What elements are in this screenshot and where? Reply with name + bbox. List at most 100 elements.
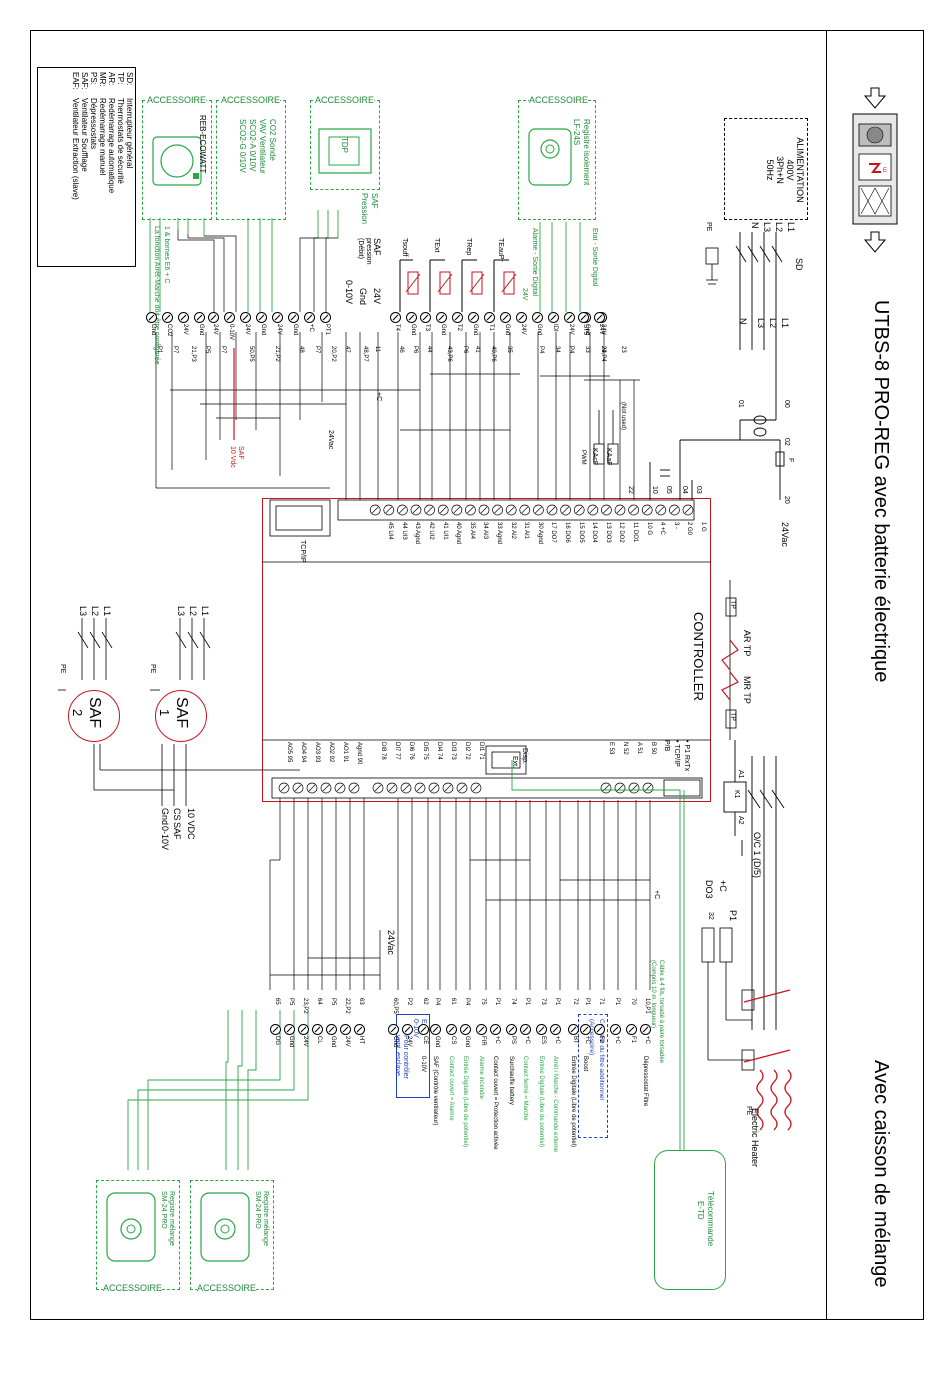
terminal-connector bbox=[312, 1024, 323, 1035]
terminal-connector bbox=[390, 312, 401, 323]
wire-03: 03 bbox=[695, 486, 702, 494]
remote-model: E-TD bbox=[696, 1201, 705, 1220]
bottom-terminal-text: CE bbox=[422, 1036, 428, 1045]
terminal-connector bbox=[320, 312, 331, 323]
terminal-screw bbox=[386, 782, 398, 794]
heater-wire-32: 32 bbox=[707, 912, 714, 920]
top-terminal-text: Gnd bbox=[504, 324, 510, 336]
terminal-connector bbox=[284, 1024, 295, 1035]
top-wire-label: 46 bbox=[398, 346, 404, 353]
controller-top-terminal: 12 DO2 bbox=[618, 522, 625, 543]
top-wire-label: 41 bbox=[474, 346, 480, 353]
top-wire-label: 48 bbox=[298, 346, 304, 353]
terminal-connector bbox=[402, 1024, 413, 1035]
controller-bottom-terminal: E 53 bbox=[608, 742, 614, 755]
accessory-label: ACCESSOIRE bbox=[529, 95, 589, 105]
terminal-connector bbox=[326, 1024, 337, 1035]
line-l2-label: L2 bbox=[774, 222, 784, 233]
ecowatt-extra: 1 & bornes E6 + C bbox=[163, 226, 170, 284]
top-24v-label: 24V bbox=[372, 288, 382, 305]
controller-bottom-terminal: AO5 95 bbox=[286, 742, 292, 763]
airflow-arrow-in-icon bbox=[863, 87, 887, 109]
terminal-connector bbox=[516, 312, 527, 323]
controller-top-terminal: 4 +C bbox=[659, 522, 666, 535]
bottom-terminal-text: +C bbox=[494, 1036, 500, 1044]
terminal-screw bbox=[397, 504, 408, 516]
wire-02: 02 bbox=[783, 438, 790, 446]
filter-accessory-box: Contrôle du filtre additionnel (Accessoi… bbox=[578, 1014, 608, 1138]
top-wire-label: P4 bbox=[538, 346, 544, 354]
mixing-damper-actuator-icon bbox=[200, 1192, 250, 1262]
bottom-signal-wiring bbox=[269, 798, 651, 990]
terminal-screw bbox=[641, 504, 653, 516]
top-terminal-text: +C bbox=[308, 324, 314, 332]
isolement-name: Registre isolement bbox=[582, 119, 591, 186]
terminal-screw bbox=[470, 782, 482, 794]
bottom-terminal-text: Gnd bbox=[330, 1036, 336, 1048]
kaf-label-2: KAcF bbox=[591, 448, 598, 466]
bottom-terminal-text: F1 bbox=[630, 1036, 636, 1044]
bottom-terminal-text: Gnd bbox=[392, 1036, 398, 1048]
terminal-screw bbox=[560, 504, 571, 516]
bottom-wire-label: 64 bbox=[316, 998, 322, 1005]
controller-bottom-terminal: AO3 93 bbox=[314, 742, 320, 763]
fan-cs-label: CS bbox=[172, 808, 182, 821]
terminal-screw bbox=[546, 504, 558, 516]
ecowatt-name: REB-ECOWATT bbox=[198, 115, 207, 174]
controller-bottom-terminal: DI4 74 bbox=[436, 742, 442, 760]
controller-top-terminal: 2 G0 bbox=[686, 522, 693, 536]
controller-top-terminal: 1 G bbox=[700, 522, 706, 532]
terminal-connector bbox=[578, 312, 589, 323]
terminal-connector bbox=[406, 312, 417, 323]
terminal-connector bbox=[388, 1024, 399, 1035]
do3-label: DO3 bbox=[704, 880, 714, 899]
bottom-signal-description: Entrée Digitale (Libre de potentiel) bbox=[538, 1056, 544, 1148]
terminal-connector bbox=[446, 1024, 457, 1035]
bottom-signal-description: 0-10V bbox=[420, 1056, 426, 1073]
bottom-wire-label: 61 bbox=[450, 998, 456, 1005]
bottom-terminal-text: CS bbox=[450, 1036, 456, 1045]
controller-bottom-terminal: DI7 77 bbox=[394, 742, 400, 760]
thermostat-chain bbox=[725, 580, 737, 740]
bottom-terminal-screws bbox=[278, 782, 654, 794]
saf-2-number: 2 bbox=[70, 709, 85, 717]
isolement-note-alarme: Alarme - Sortie Digital bbox=[531, 228, 538, 297]
accessory-cable-routing bbox=[177, 230, 338, 312]
terminal-screw bbox=[505, 504, 517, 516]
ecowatt-dial-icon bbox=[152, 136, 202, 186]
accessory-label: ACCESSOIRE bbox=[147, 95, 207, 105]
controller-top-terminal: 30 Agnd bbox=[536, 522, 543, 545]
top-terminal-text: Gnd bbox=[292, 324, 298, 336]
bottom-terminal-text: +C bbox=[584, 1036, 590, 1044]
sensor-tsouff: Tsouff bbox=[401, 238, 408, 257]
saf-1-number: 1 bbox=[157, 709, 172, 717]
terminal-connector bbox=[436, 312, 447, 323]
accessory-tdp: ACCESSOIRE TDP SAF Pression bbox=[310, 95, 380, 224]
bottom-terminal-text: +C bbox=[644, 1036, 650, 1044]
line-l1-label: L1 bbox=[786, 222, 796, 233]
heater-power-lines bbox=[723, 740, 785, 1030]
wire-20: 20 bbox=[783, 496, 790, 504]
terminal-screw bbox=[601, 504, 612, 516]
accessory-label: ACCESSOIRE bbox=[221, 95, 281, 105]
controller-tcpip: TCP/IP bbox=[299, 540, 306, 563]
bottom-terminal-text: +C bbox=[524, 1036, 530, 1044]
top-wire-label: 21,P3 bbox=[190, 346, 196, 362]
top-wire-label: 34 bbox=[554, 346, 560, 353]
top-terminal-text: 24V bbox=[182, 324, 188, 335]
controller-internals bbox=[262, 499, 711, 799]
svg-text:E: E bbox=[883, 168, 887, 174]
fan-gnd-label: Gnd bbox=[160, 808, 170, 826]
damper-cables bbox=[127, 1010, 309, 1170]
top-terminal-text: Gnd bbox=[410, 324, 416, 336]
melange-1-name: Registre mélange bbox=[262, 1191, 269, 1246]
controller-top-terminal: 13 DO3 bbox=[604, 522, 611, 543]
terminal-screw bbox=[292, 782, 304, 794]
terminal-screw bbox=[410, 504, 422, 516]
bottom-wire-label: 70 bbox=[630, 998, 636, 1005]
saf1-l2: L2 bbox=[188, 606, 198, 617]
saf1-l3: L3 bbox=[176, 606, 186, 617]
title-strip bbox=[826, 30, 924, 1320]
tdp-name: TDP bbox=[340, 137, 349, 153]
terminal-screw bbox=[437, 504, 449, 516]
